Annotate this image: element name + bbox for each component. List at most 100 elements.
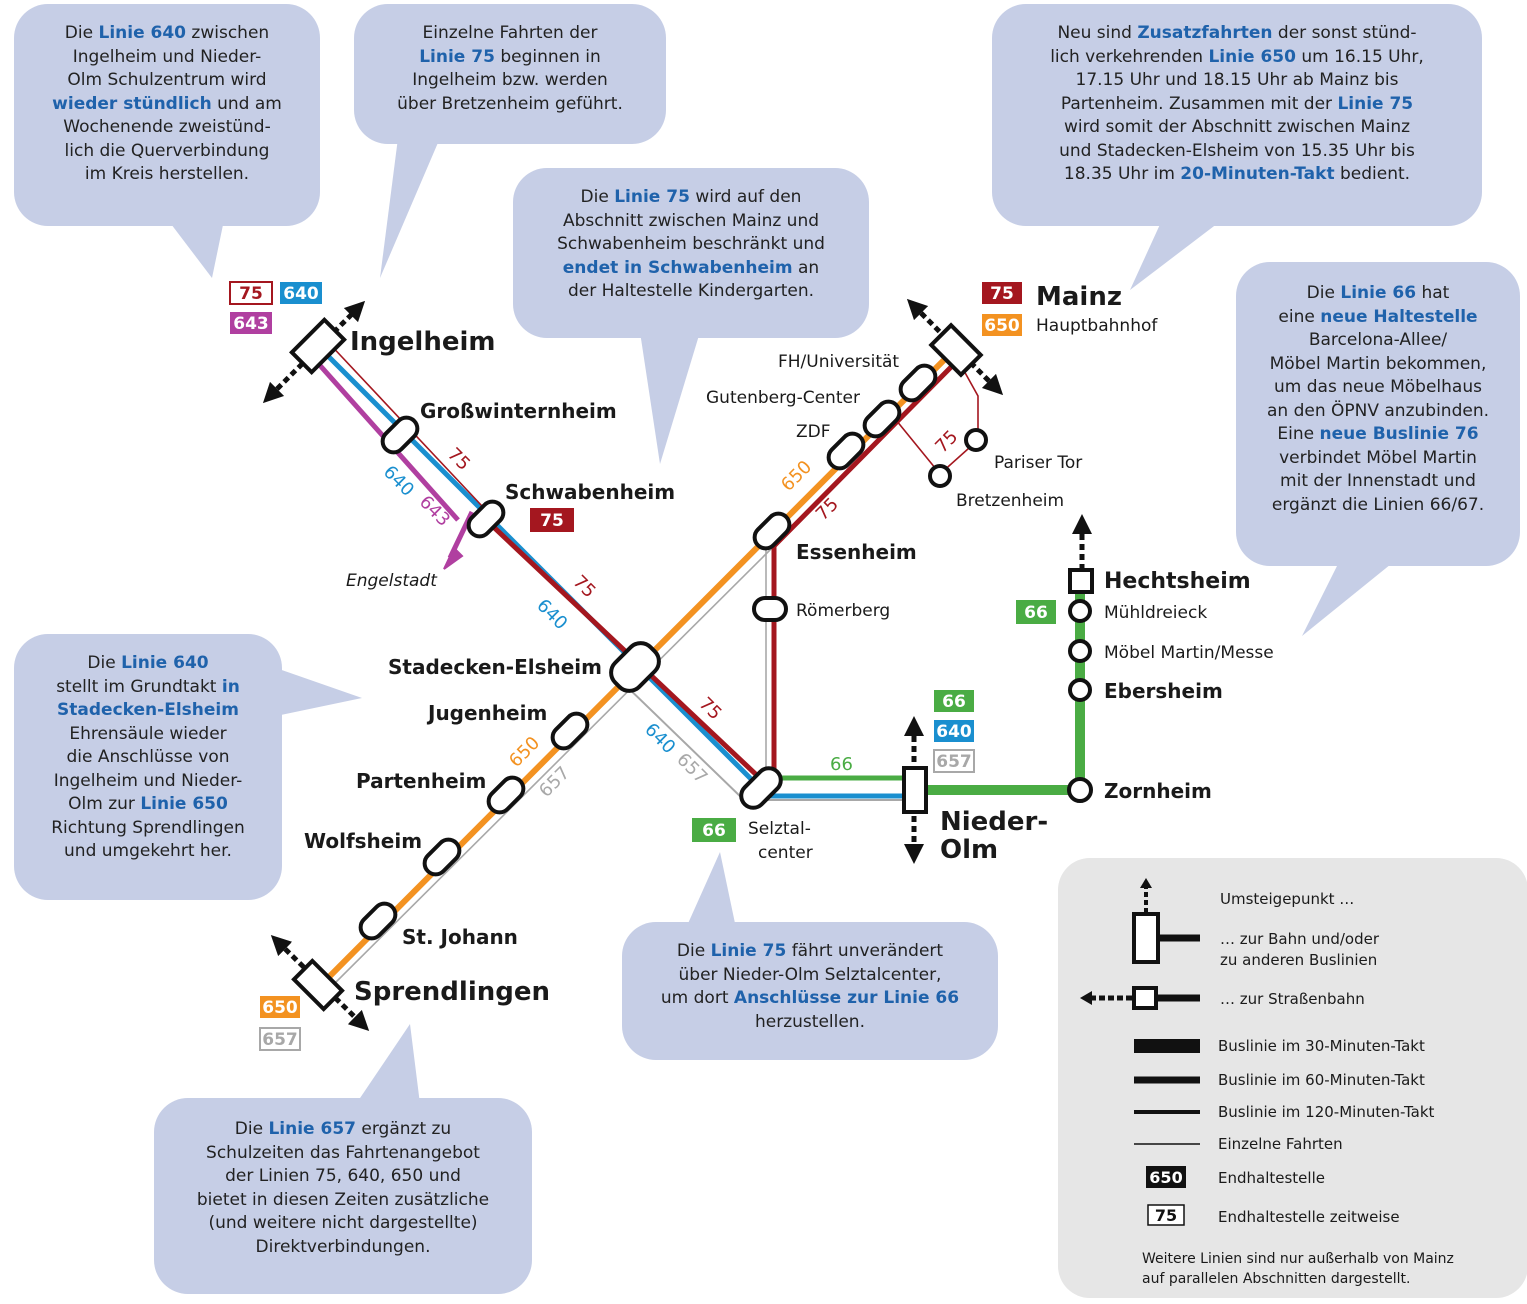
badge-mainz-75: 75 xyxy=(990,284,1014,304)
bubble-text: an den ÖPNV anzubinden. xyxy=(1266,400,1489,421)
badge-nieder-olm-640-box xyxy=(934,720,974,742)
bubble-line: und umgekehrt her. xyxy=(14,840,282,864)
stops xyxy=(358,363,1093,941)
bubble-line: wieder stündlich und am xyxy=(14,93,320,117)
bubble-text: Schwabenheim beschränkt und xyxy=(557,234,825,254)
bubble-line: um dort Anschlüsse zur Linie 66 xyxy=(622,987,998,1011)
bubble-line: Die Linie 66 hat xyxy=(1236,282,1520,306)
bubble-line: bietet in diesen Zeiten zusätzliche xyxy=(154,1189,532,1213)
line-label-657-c: 657 xyxy=(672,749,711,788)
bubble-text: Die xyxy=(676,941,711,961)
stop-muehldreieck xyxy=(1068,599,1092,623)
bubble-highlight-text: Linie 657 xyxy=(268,1119,356,1139)
bubble-650-tail xyxy=(1130,220,1222,290)
badge-schwabenheim-75-box xyxy=(530,508,574,532)
bubble-line: Einzelne Fahrten der xyxy=(354,22,666,46)
bubble-line: 18.35 Uhr im 20-Minuten-Takt bedient. xyxy=(992,163,1482,187)
bubble-line: Die Linie 75 wird auf den xyxy=(513,186,869,210)
stop-selztalcenter xyxy=(739,766,783,810)
bubble-text: wird auf den xyxy=(689,187,802,207)
legend-bus120-label: Buslinie im 120-Minuten-Takt xyxy=(1218,1103,1435,1121)
stop-partenheim xyxy=(486,775,526,815)
label-gutenberg: Gutenberg-Center xyxy=(706,388,860,408)
bubble-text: 17.15 Uhr und 18.15 Uhr ab Mainz bis xyxy=(1075,70,1399,90)
bubble-line: Wochenende zweistünd- xyxy=(14,116,320,140)
bubble-66-shape xyxy=(1236,262,1520,566)
label-roemerberg: Römerberg xyxy=(796,601,890,621)
bubble-line: Neu sind Zusatzfahrten der sonst stünd- xyxy=(992,22,1482,46)
bubble-text: Die xyxy=(87,653,122,673)
terminus-badges: 75 640 643 75 75 650 66 640 657 66 66 65… xyxy=(229,281,1056,1051)
bubble-highlight-text: Linie 75 xyxy=(614,187,690,207)
badge-ingelheim-640-box xyxy=(280,282,322,304)
bubble-text: (und weitere nicht dargestellte) xyxy=(208,1213,478,1233)
line-label-75-f: 75 xyxy=(931,426,962,457)
label-hechtsheim: Hechtsheim xyxy=(1104,569,1251,594)
bubble-text: Eine xyxy=(1277,424,1320,444)
line-label-75-e: 75 xyxy=(812,494,843,525)
bubble-text: Olm zur xyxy=(68,794,141,814)
bubble-text: Schulzeiten das Fahrtenangebot xyxy=(206,1142,480,1163)
bubble-highlight-text: in xyxy=(221,676,240,697)
legend-transfer-box xyxy=(1132,912,1160,964)
label-sprendlingen: Sprendlingen xyxy=(354,977,550,1007)
bubble-text: zwischen xyxy=(186,23,270,43)
bubble-highlight-text: Linie 640 xyxy=(121,653,209,673)
bubble-text: Wochenende zweistünd- xyxy=(63,117,271,137)
bubble-line: 17.15 Uhr und 18.15 Uhr ab Mainz bis xyxy=(992,69,1482,93)
legend-transfer-arrowhead xyxy=(1140,878,1152,888)
stop-gutenberg xyxy=(862,399,902,439)
bubble-640-tail xyxy=(168,220,224,278)
legend-end-badge-box xyxy=(1146,1166,1186,1188)
badge-ingelheim-643-box xyxy=(230,312,272,334)
bubble-highlight-text: neue Haltestelle xyxy=(1320,306,1478,327)
bubble-75-schwabenheim-shape xyxy=(513,168,869,338)
bubble-line: Ingelheim und Nieder- xyxy=(14,46,320,70)
bubble-66-tail xyxy=(1302,560,1396,636)
bubble-640-stadecken-shape xyxy=(14,634,282,900)
stop-pariser-tor xyxy=(964,428,988,452)
label-fh-universitaet: FH/Universität xyxy=(778,352,899,372)
bubble-text: im Kreis herstellen. xyxy=(84,164,250,184)
label-nieder-olm-2: Olm xyxy=(940,835,998,865)
badge-mainz-75-box xyxy=(982,282,1022,304)
stop-wolfsheim xyxy=(422,837,462,877)
legend-note-2: auf parallelen Abschnitten dargestellt. xyxy=(1142,1271,1410,1287)
bubble-line: und Stadecken-Elsheim von 15.35 Uhr bis xyxy=(992,140,1482,164)
legend: Umsteigepunkt … … zur Bahn und/oder zu a… xyxy=(1080,878,1454,1287)
ingelheim-transfer xyxy=(289,317,347,375)
bubble-line: (und weitere nicht dargestellte) xyxy=(154,1212,532,1236)
label-muehldreieck: Mühldreieck xyxy=(1104,603,1207,623)
legend-tram-label: … zur Straßenbahn xyxy=(1220,990,1365,1008)
bubble-text: Barcelona-Allee/ xyxy=(1308,330,1448,350)
mainz-transfer xyxy=(928,322,984,378)
label-partenheim: Partenheim xyxy=(356,769,486,793)
legend-transfer-label: Umsteigepunkt … xyxy=(1220,890,1354,908)
bubble-text: über Bretzenheim geführt. xyxy=(397,93,623,114)
bubble-text: lich verkehrenden xyxy=(1050,46,1209,67)
bubble-640-stadecken-tail xyxy=(276,668,362,716)
bubble-text: mit der Innenstadt und xyxy=(1280,471,1476,491)
badge-nieder-olm-657: 657 xyxy=(936,752,972,772)
bubble-657-tail xyxy=(356,1024,420,1104)
bubble-text: der Linien 75, 640, 650 und xyxy=(225,1166,461,1186)
stop-zdf xyxy=(826,431,866,471)
label-jugenheim: Jugenheim xyxy=(426,701,547,725)
bubble-line: Partenheim. Zusammen mit der Linie 75 xyxy=(992,93,1482,117)
badge-mainz-650-box xyxy=(982,314,1022,336)
legend-end-label: Endhaltestelle xyxy=(1218,1169,1325,1187)
bubble-text: Olm Schulzentrum wird xyxy=(67,70,267,90)
label-moebel-martin: Möbel Martin/Messe xyxy=(1104,643,1274,663)
line-657-corridor xyxy=(323,543,777,995)
bubble-75-ingelheim-shape xyxy=(354,4,666,144)
bubble-line: Olm Schulzentrum wird xyxy=(14,69,320,93)
label-st-johann: St. Johann xyxy=(402,925,518,949)
bubble-line: ergänzt die Linien 66/67. xyxy=(1236,494,1520,518)
line-label-66: 66 xyxy=(830,754,853,775)
bubble-text: ergänzt die Linien 66/67. xyxy=(1271,494,1485,515)
bubble-line: über Bretzenheim geführt. xyxy=(354,93,666,117)
